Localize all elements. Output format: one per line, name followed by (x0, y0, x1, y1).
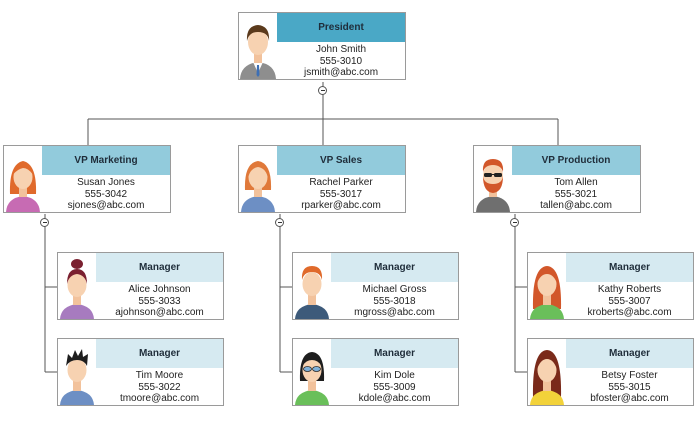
manager-name: Alice Johnson (128, 284, 191, 295)
vp-production-email: tallen@abc.com (540, 200, 612, 211)
manager-name: Kathy Roberts (597, 284, 662, 295)
manager-title: Manager (566, 253, 693, 282)
vp-marketing-title: VP Marketing (42, 146, 170, 175)
vp-production-collapse-toggle[interactable] (510, 218, 519, 227)
manager-email: mgross@abc.com (354, 307, 435, 318)
manager-email: tmoore@abc.com (119, 393, 200, 404)
manager-email: bfoster@abc.com (590, 393, 669, 404)
manager-title: Manager (566, 339, 693, 368)
manager-avatar (528, 253, 566, 319)
manager-phone: 555-3009 (373, 381, 416, 393)
vp-marketing-name: Susan Jones (77, 177, 135, 188)
manager-name: Michael Gross (362, 284, 427, 295)
vp-production-avatar (474, 146, 512, 212)
president-title: President (277, 13, 405, 42)
manager-phone: 555-3018 (373, 295, 416, 307)
vp-marketing-avatar (4, 146, 42, 212)
manager-avatar (58, 253, 96, 319)
manager-phone: 555-3022 (138, 381, 181, 393)
manager-phone: 555-3033 (138, 295, 181, 307)
vp-marketing-phone: 555-3042 (84, 188, 128, 200)
vp-sales-name: Rachel Parker (309, 177, 373, 188)
vp-marketing-email: sjones@abc.com (67, 200, 145, 211)
president-email: jsmith@abc.com (303, 67, 379, 78)
manager-name: Betsy Foster (601, 370, 658, 381)
manager-avatar (528, 339, 566, 405)
vp-marketing-card[interactable]: VP Marketing Susan Jones 555-3042 sjones… (3, 145, 171, 213)
vp-sales-phone: 555-3017 (319, 188, 363, 200)
president-collapse-toggle[interactable] (318, 86, 327, 95)
vp-sales-avatar (239, 146, 277, 212)
president-avatar (239, 13, 277, 79)
manager-title: Manager (96, 253, 223, 282)
manager-email: kdole@abc.com (358, 393, 431, 404)
vp-production-name: Tom Allen (554, 177, 598, 188)
manager-avatar (58, 339, 96, 405)
vp-production-card[interactable]: VP Production Tom Allen 555-3021 tallen@… (473, 145, 641, 213)
president-card[interactable]: President John Smith 555-3010 jsmith@abc… (238, 12, 406, 80)
manager-card-kathy-roberts[interactable]: Manager Kathy Roberts 555-3007 kroberts@… (527, 252, 694, 320)
manager-name: Tim Moore (135, 370, 184, 381)
manager-name: Kim Dole (374, 370, 415, 381)
manager-card-alice-johnson[interactable]: Manager Alice Johnson 555-3033 ajohnson@… (57, 252, 224, 320)
vp-production-title: VP Production (512, 146, 640, 175)
manager-title: Manager (96, 339, 223, 368)
manager-title: Manager (331, 253, 458, 282)
manager-avatar (293, 253, 331, 319)
president-name: John Smith (315, 44, 367, 55)
manager-card-kim-dole[interactable]: Manager Kim Dole 555-3009 kdole@abc.com (292, 338, 459, 406)
manager-phone: 555-3007 (608, 295, 651, 307)
manager-card-michael-gross[interactable]: Manager Michael Gross 555-3018 mgross@ab… (292, 252, 459, 320)
vp-sales-email: rparker@abc.com (301, 200, 381, 211)
vp-sales-title: VP Sales (277, 146, 405, 175)
manager-avatar (293, 339, 331, 405)
manager-card-betsy-foster[interactable]: Manager Betsy Foster 555-3015 bfoster@ab… (527, 338, 694, 406)
president-phone: 555-3010 (319, 55, 363, 67)
vp-marketing-collapse-toggle[interactable] (40, 218, 49, 227)
manager-email: ajohnson@abc.com (115, 307, 204, 318)
vp-sales-card[interactable]: VP Sales Rachel Parker 555-3017 rparker@… (238, 145, 406, 213)
manager-email: kroberts@abc.com (587, 307, 672, 318)
manager-title: Manager (331, 339, 458, 368)
manager-phone: 555-3015 (608, 381, 651, 393)
vp-sales-collapse-toggle[interactable] (275, 218, 284, 227)
manager-card-tim-moore[interactable]: Manager Tim Moore 555-3022 tmoore@abc.co… (57, 338, 224, 406)
vp-production-phone: 555-3021 (554, 188, 598, 200)
